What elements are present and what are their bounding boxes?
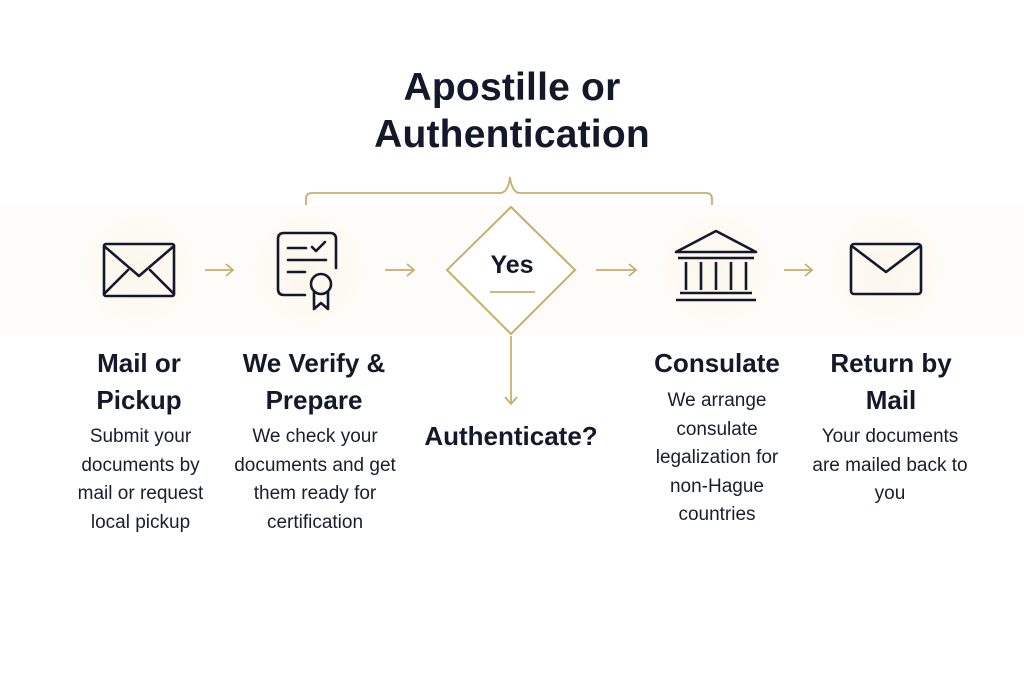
envelope-icon <box>849 242 923 296</box>
halo-1 <box>69 200 209 340</box>
step-label-consulate: Consulate <box>654 348 780 378</box>
step-label-mail-pickup: Mail or Pickup <box>96 348 182 415</box>
step-label-return-mail: Return by Mail <box>830 348 952 415</box>
step-desc-mail-pickup: Submit your documents by mail or request… <box>77 426 204 533</box>
arrow-1 <box>205 263 235 277</box>
arrow-2 <box>385 263 416 277</box>
step-label-verify-prepare: We Verify & Prepare <box>242 348 386 415</box>
certificate-icon <box>276 231 338 311</box>
step-desc-return-mail: Your documents are mailed back to you <box>812 426 968 504</box>
halo-2 <box>238 200 378 340</box>
diagram-title: Apostille or Authentication <box>374 66 650 156</box>
title-brace <box>305 176 713 205</box>
decision-yes-label: Yes <box>490 251 534 279</box>
step-desc-consulate: We arrange consulate legalization for no… <box>655 390 779 525</box>
decision-diamond <box>445 205 577 336</box>
government-building-icon <box>674 229 758 302</box>
step-desc-verify-prepare: We check your documents and get them rea… <box>234 426 396 533</box>
arrow-3 <box>596 263 638 277</box>
envelope-icon <box>102 242 176 298</box>
arrow-down <box>504 336 518 406</box>
arrow-4 <box>784 263 814 277</box>
decision-question: Authenticate? <box>424 421 598 451</box>
